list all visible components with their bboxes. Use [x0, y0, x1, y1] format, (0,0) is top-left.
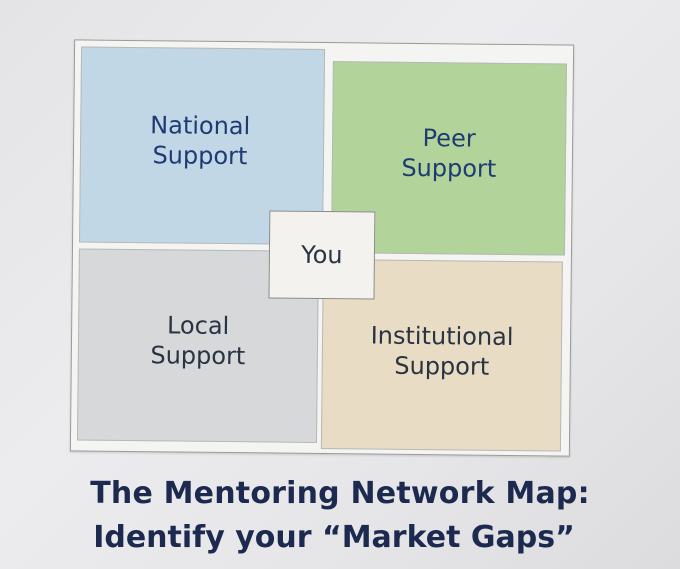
caption-subtitle: Identify your “Market Gaps” — [93, 520, 575, 555]
center-you-box: You — [268, 210, 376, 300]
caption-title: The Mentoring Network Map: — [90, 476, 590, 511]
